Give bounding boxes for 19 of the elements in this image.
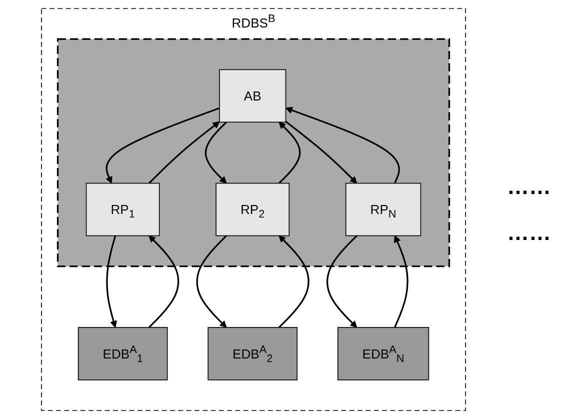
- node-box: RP$_{1}$: [86, 182, 160, 236]
- arrow: [148, 121, 220, 184]
- node-box: RP$_{2}$: [216, 182, 290, 236]
- arrow: [204, 122, 227, 184]
- arrow: [278, 122, 301, 184]
- arrow: [148, 235, 180, 328]
- arrow: [326, 235, 358, 328]
- node-box: RP$_{N}$: [345, 182, 422, 236]
- ellipsis-dots: ……: [507, 174, 552, 200]
- arrow: [285, 106, 400, 184]
- arrow: [278, 235, 310, 328]
- arrow: [196, 235, 227, 328]
- arrow: [106, 107, 220, 184]
- arrow: [394, 235, 408, 328]
- arrow: [285, 120, 358, 184]
- ellipsis-dots: ……: [507, 220, 552, 246]
- cluster: [56, 38, 450, 268]
- arrow: [106, 236, 117, 328]
- node-box: AB: [219, 69, 286, 123]
